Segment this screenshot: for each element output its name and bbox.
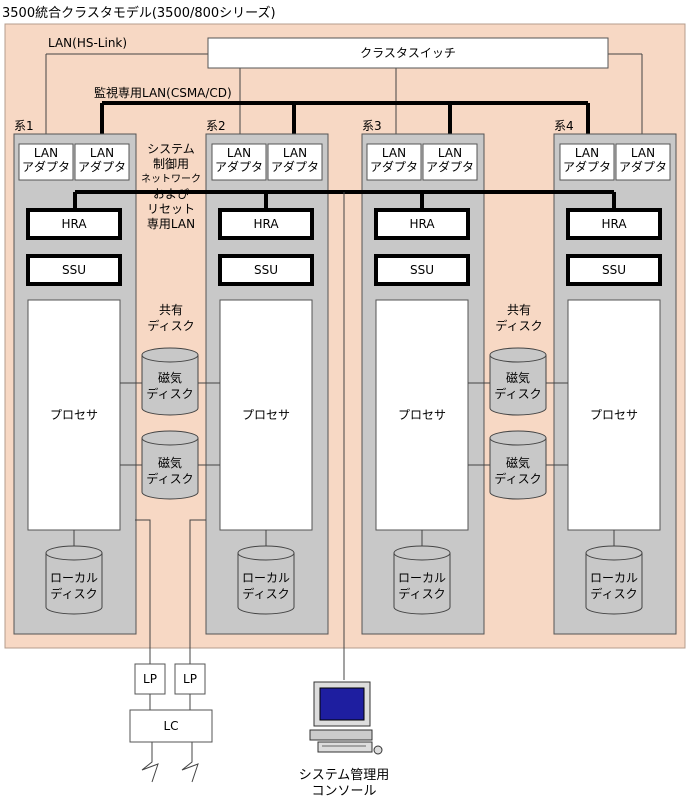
ssu-label: SSU [409, 263, 435, 277]
monitor-lan-label: 監視専用LAN(CSMA/CD) [94, 86, 232, 100]
shared-disk-label: 共有ディスク [495, 303, 543, 333]
cluster-switch-label: クラスタスイッチ [360, 46, 456, 60]
control-network-label: システム 制御用 ネットワーク および リセット 専用LAN [141, 142, 201, 231]
processor-boxes [27, 299, 661, 531]
magnetic-disk-label: 磁気ディスク [146, 456, 194, 486]
hs-link-label: LAN(HS-Link) [48, 36, 128, 50]
ssu-label: SSU [601, 263, 627, 277]
lp-label: LP [183, 672, 197, 686]
hra-label: HRA [253, 217, 279, 231]
system-name-1: 系1 [14, 119, 34, 133]
console-computer-icon [309, 681, 383, 755]
cluster-switch-box [207, 37, 609, 69]
system-name-4: 系4 [554, 119, 574, 133]
processor-label: プロセサ [397, 408, 446, 422]
lan-adapter-boxes [18, 143, 671, 181]
hra-label: HRA [601, 217, 627, 231]
hs-link-lines [45, 53, 643, 144]
hra-label: HRA [409, 217, 435, 231]
processor-label: プロセサ [49, 408, 98, 422]
ssu-label: SSU [253, 263, 279, 277]
disk-cylinders [45, 347, 643, 615]
lc-label: LC [163, 719, 179, 733]
shared-disk-label: 共有ディスク [147, 303, 195, 333]
local-disk-label: ローカルディスク [49, 571, 98, 601]
ssu-label: SSU [61, 263, 87, 277]
local-disk-label: ローカルディスク [397, 571, 446, 601]
local-disk-label: ローカルディスク [589, 571, 638, 601]
magnetic-disk-label: 磁気ディスク [494, 371, 542, 401]
processor-label: プロセサ [241, 408, 290, 422]
system-name-2: 系2 [206, 119, 226, 133]
hra-label: HRA [61, 217, 87, 231]
magnetic-disk-label: 磁気ディスク [146, 371, 194, 401]
processor-label: プロセサ [589, 408, 638, 422]
system-name-3: 系3 [362, 119, 382, 133]
diagram-title: 3500統合クラスタモデル(3500/800シリーズ) [2, 6, 276, 21]
console-label: システム管理用コンソール [298, 768, 390, 799]
hra-ssu-boxes [26, 208, 662, 286]
local-disk-lines [73, 530, 615, 546]
lp-label: LP [143, 672, 157, 686]
magnetic-disk-label: 磁気ディスク [494, 456, 542, 486]
lp-lc-boxes [129, 663, 213, 743]
lp-lc-lines [135, 519, 206, 783]
local-disk-label: ローカルディスク [241, 571, 290, 601]
